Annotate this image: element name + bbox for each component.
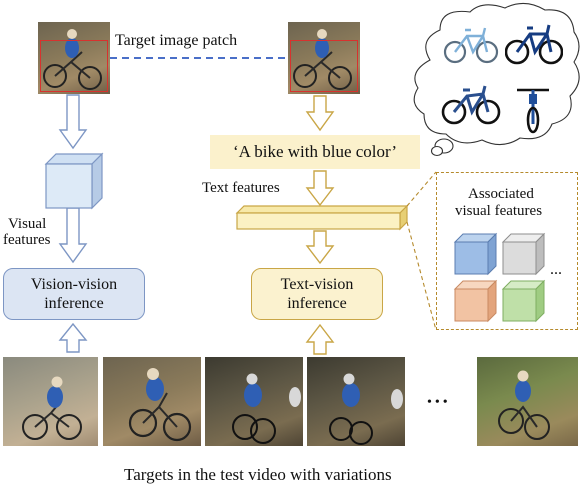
cyclist-illustration: [293, 29, 352, 90]
video-frame-4: [307, 357, 405, 446]
visual-features-label-line2: features: [3, 232, 51, 248]
vision-arrow-1: [58, 94, 88, 150]
frames-ellipsis: •••: [427, 395, 451, 410]
bicycle-icon: [443, 27, 499, 64]
bottom-caption: Targets in the test video with variation…: [124, 465, 392, 484]
assoc-cube-orange: [453, 279, 498, 323]
target-patch-left: [38, 22, 110, 94]
cyclist-illustration: [128, 368, 192, 442]
bicycle-icon: [441, 85, 501, 125]
text-arrow-1: [305, 95, 335, 132]
video-frame-1: [3, 357, 98, 446]
target-patch-right: [288, 22, 360, 94]
assoc-dash-line-top: [406, 171, 437, 207]
cyclist-illustration: [329, 373, 403, 445]
assoc-label-line1: Associated: [468, 186, 534, 202]
bicycle-icon: [517, 88, 549, 134]
assoc-ellipsis: ...: [550, 261, 562, 278]
text-description: ‘A bike with blue color’: [210, 135, 420, 169]
vision-inference-line2: inference: [44, 295, 104, 312]
assoc-label-line2: visual features: [455, 203, 543, 219]
target-patch-label: Target image patch: [113, 32, 240, 50]
cyclist-illustration: [22, 376, 82, 440]
patch-bounding-box: [290, 40, 358, 92]
text-inference-line2: inference: [287, 295, 347, 312]
vision-arrow-3: [58, 322, 88, 353]
cyclist-illustration: [43, 29, 102, 90]
video-frame-3: [205, 357, 303, 446]
vision-vision-inference-box: Vision-vision inference: [3, 268, 145, 320]
video-frame-2: [103, 357, 201, 446]
visual-features-label-line1: Visual: [8, 216, 47, 232]
assoc-cube-gray: [501, 232, 546, 276]
vision-arrow-2: [58, 207, 88, 264]
text-vision-inference-box: Text-vision inference: [251, 268, 383, 320]
cyclist-illustration: [232, 373, 301, 444]
cyclist-illustration: [498, 370, 550, 440]
assoc-dash-line-bottom: [406, 221, 437, 331]
vision-inference-line1: Vision-vision: [30, 275, 118, 293]
bicycle-icon: [505, 24, 563, 65]
video-frame-last: [477, 357, 578, 446]
text-arrow-2: [305, 170, 335, 207]
associated-features-box: [436, 172, 578, 330]
text-feature-bar: [235, 204, 409, 231]
text-arrow-3: [305, 230, 335, 265]
visual-feature-cube: [44, 152, 104, 210]
assoc-cube-blue: [453, 232, 498, 276]
text-inference-line1: Text-vision: [280, 275, 354, 293]
text-arrow-4: [305, 323, 335, 355]
patch-bounding-box: [40, 40, 108, 92]
text-features-label: Text features: [202, 180, 280, 196]
assoc-cube-green: [501, 279, 546, 323]
